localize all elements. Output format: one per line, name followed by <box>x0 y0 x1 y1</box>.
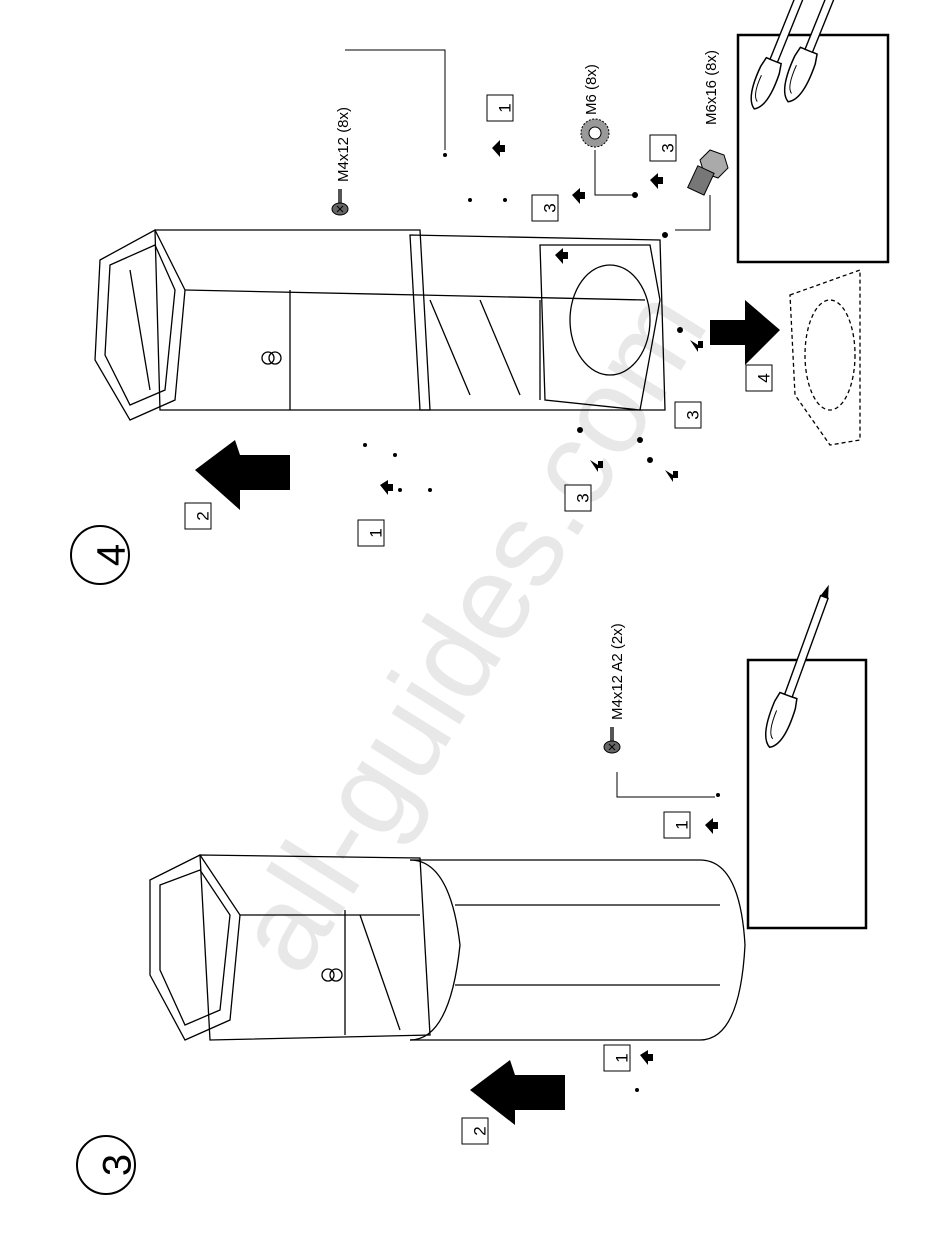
tools-box-step-4 <box>738 0 888 262</box>
callout-number: 1 <box>366 528 385 537</box>
callout-number: 3 <box>658 143 677 152</box>
callout-box: 2 <box>462 1118 489 1144</box>
hardware-m4x12: M4x12 (8x) <box>332 107 352 215</box>
step-3-number: 3 <box>96 1154 140 1176</box>
callout-number: 1 <box>612 1053 631 1062</box>
callout-number: 2 <box>193 511 212 520</box>
callout-box: 4 <box>746 365 773 391</box>
hardware-m6: M6 (8x) <box>581 64 609 147</box>
callout-box: 3 <box>650 135 677 161</box>
callout-number: 1 <box>495 103 514 112</box>
callout-box: 2 <box>185 503 212 529</box>
callout-box: 1 <box>487 95 514 121</box>
upward-arrow-step-3 <box>470 1060 565 1125</box>
leader-lines-step-3 <box>617 772 715 797</box>
hardware-m6x16: M6x16 (8x) <box>688 50 728 195</box>
step-3-badge: 3 <box>77 1136 140 1194</box>
step-4-badge: 4 <box>71 526 134 584</box>
callout-box: 1 <box>664 812 691 838</box>
tools-box-step-3 <box>748 581 866 928</box>
callout-number: 3 <box>683 410 702 419</box>
small-arrows-step-3 <box>640 818 718 1065</box>
hardware-m4x12-a2: M4x12 A2 (2x) <box>604 623 626 753</box>
hardware-label-m6: M6 (8x) <box>583 64 600 115</box>
callout-box: 1 <box>358 520 385 546</box>
watermark-text: all-guides.com <box>208 267 732 994</box>
hardware-label-m6x16: M6x16 (8x) <box>703 50 720 125</box>
hardware-label-m4x12-a2: M4x12 A2 (2x) <box>609 623 626 720</box>
callout-number: 3 <box>540 203 559 212</box>
serrated-washer-icon <box>581 119 609 147</box>
callout-number: 2 <box>470 1126 489 1135</box>
base-plate <box>790 270 860 445</box>
callout-box: 3 <box>532 195 559 221</box>
callout-number: 3 <box>573 493 592 502</box>
hardware-label-m4x12: M4x12 (8x) <box>335 107 352 182</box>
callout-number: 1 <box>672 820 691 829</box>
callout-box: 3 <box>565 485 592 511</box>
callout-box: 1 <box>604 1045 631 1071</box>
upward-arrow-step-4 <box>195 440 290 510</box>
callout-box: 3 <box>675 402 702 428</box>
callout-number: 4 <box>754 373 773 382</box>
step-4-number: 4 <box>90 544 134 566</box>
phillips-screw-icon <box>332 189 348 215</box>
hex-bolt-icon <box>688 150 728 195</box>
phillips-screw-icon <box>604 727 620 753</box>
